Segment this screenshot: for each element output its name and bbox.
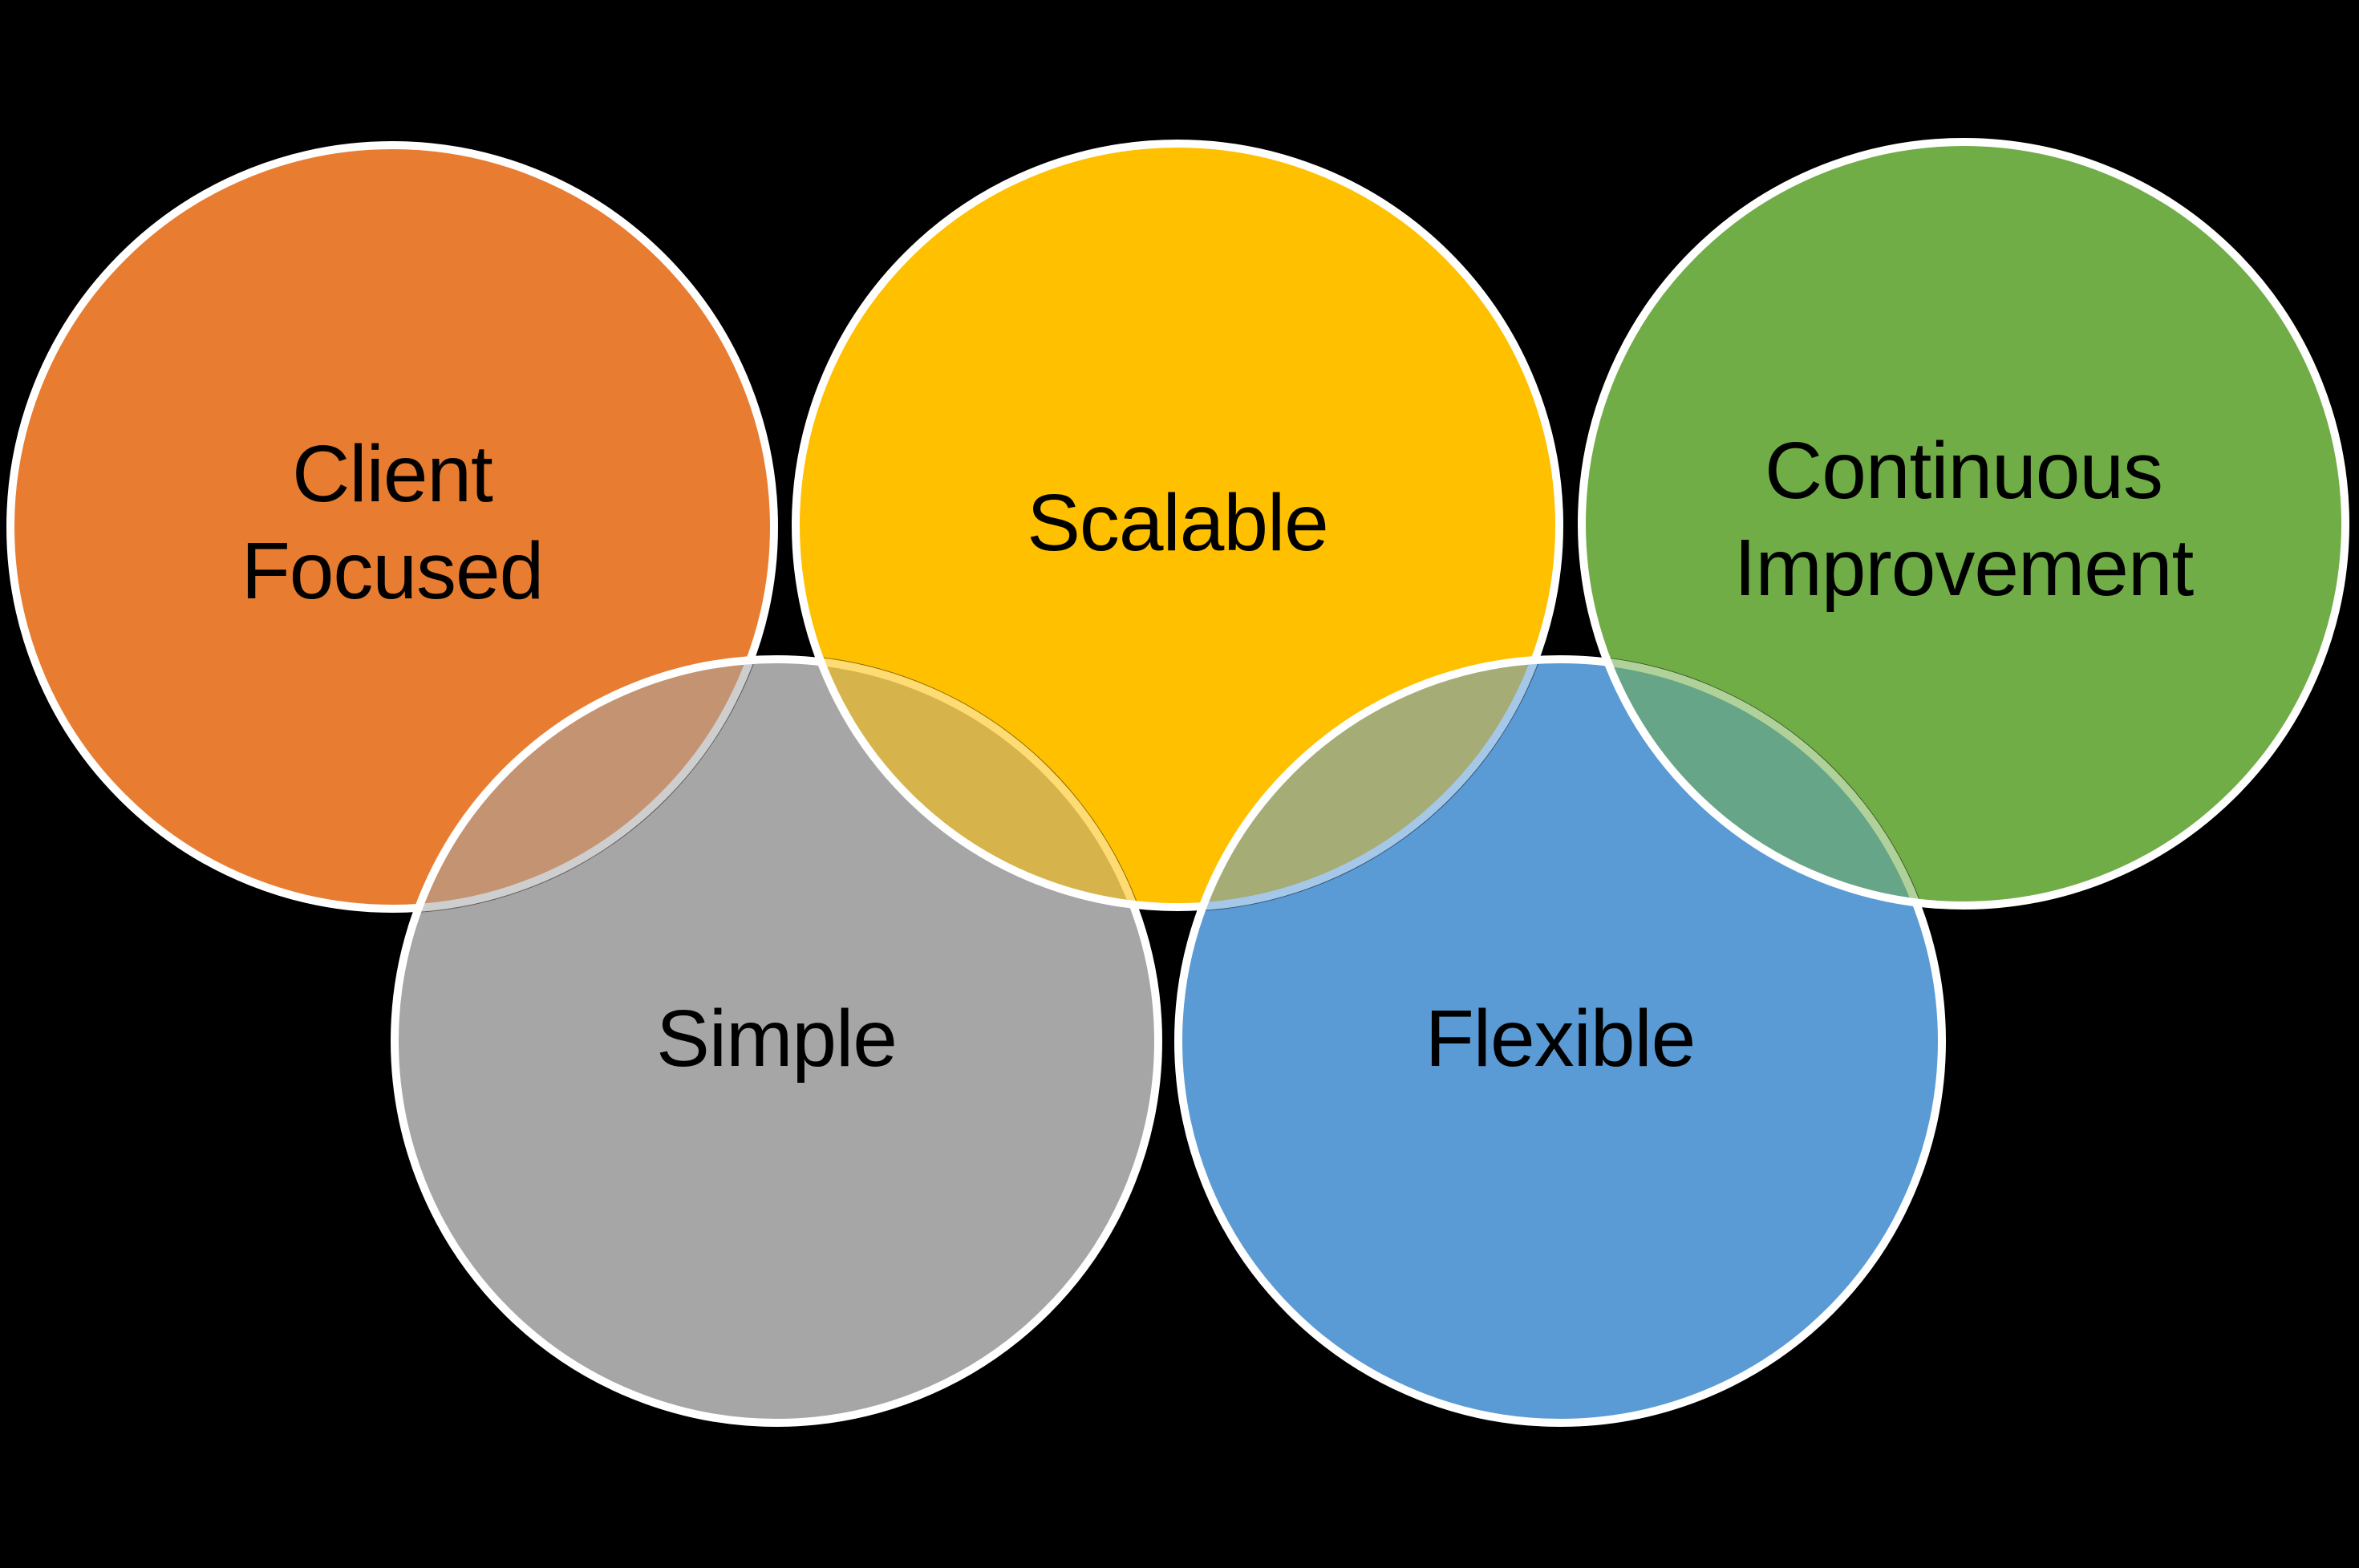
circle-simple [391,655,1162,1427]
circle-continuous-improvement [1578,138,2349,910]
circle-flexible [1174,655,1946,1427]
